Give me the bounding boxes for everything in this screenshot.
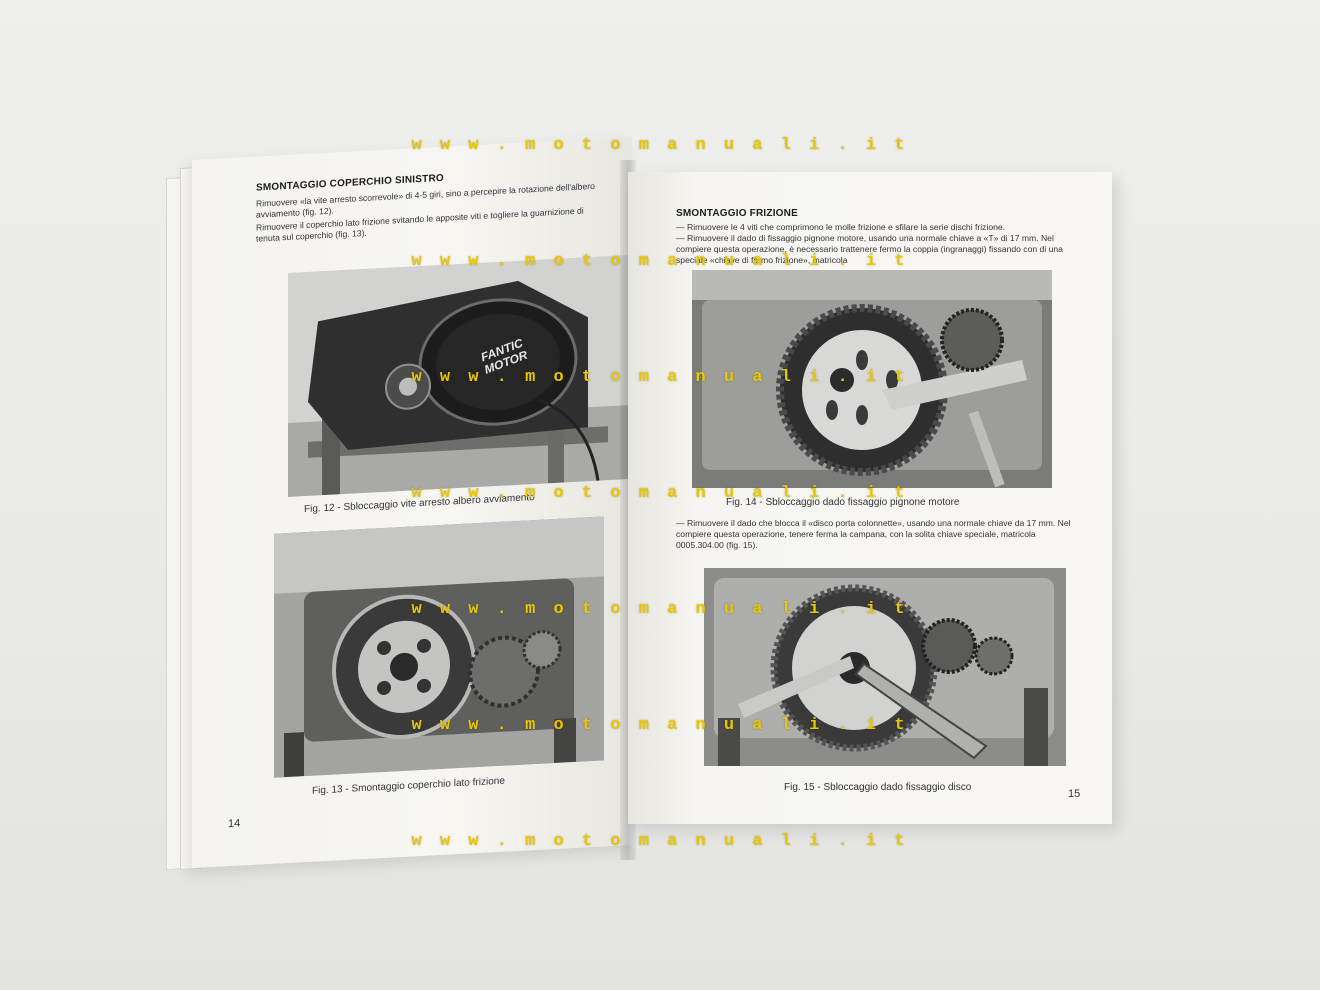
watermark-5: w w w . m o t o m a n u a l i . i t	[411, 600, 909, 619]
caption-fig-15: Fig. 15 - Sbloccaggio dado fissaggio dis…	[784, 782, 972, 793]
figure-15-photo	[704, 568, 1066, 766]
left-page: SMONTAGGIO COPERCHIO SINISTRO Rimuovere …	[192, 136, 632, 869]
right-page-item-3: — Rimuovere il dado che blocca il «disco…	[676, 518, 1071, 550]
right-page-item-2: — Rimuovere il dado di fissaggio pignone…	[676, 233, 1063, 265]
watermark-1: w w w . m o t o m a n u a l i . i t	[411, 136, 909, 155]
caption-fig-14: Fig. 14 - Sbloccaggio dado fissaggio pig…	[726, 497, 960, 508]
right-page-number: 15	[1068, 788, 1081, 800]
caption-fig-13: Fig. 13 - Smontaggio coperchio lato friz…	[312, 775, 505, 797]
right-page: SMONTAGGIO FRIZIONE — Rimuovere le 4 vit…	[628, 172, 1112, 824]
figure-12-photo: FANTIC MOTOR	[288, 255, 628, 497]
left-page-number: 14	[228, 817, 241, 831]
watermark-7: w w w . m o t o m a n u a l i . i t	[411, 832, 909, 851]
watermark-2: w w w . m o t o m a n u a l i . i t	[411, 252, 909, 271]
figure-13-photo	[274, 516, 604, 778]
watermark-6: w w w . m o t o m a n u a l i . i t	[411, 716, 909, 735]
figure-14-photo	[692, 270, 1052, 488]
right-page-heading: SMONTAGGIO FRIZIONE	[676, 208, 798, 219]
right-page-item-1: — Rimuovere le 4 viti che comprimono le …	[676, 222, 1006, 232]
watermark-3: w w w . m o t o m a n u a l i . i t	[411, 368, 909, 387]
watermark-4: w w w . m o t o m a n u a l i . i t	[411, 484, 909, 503]
